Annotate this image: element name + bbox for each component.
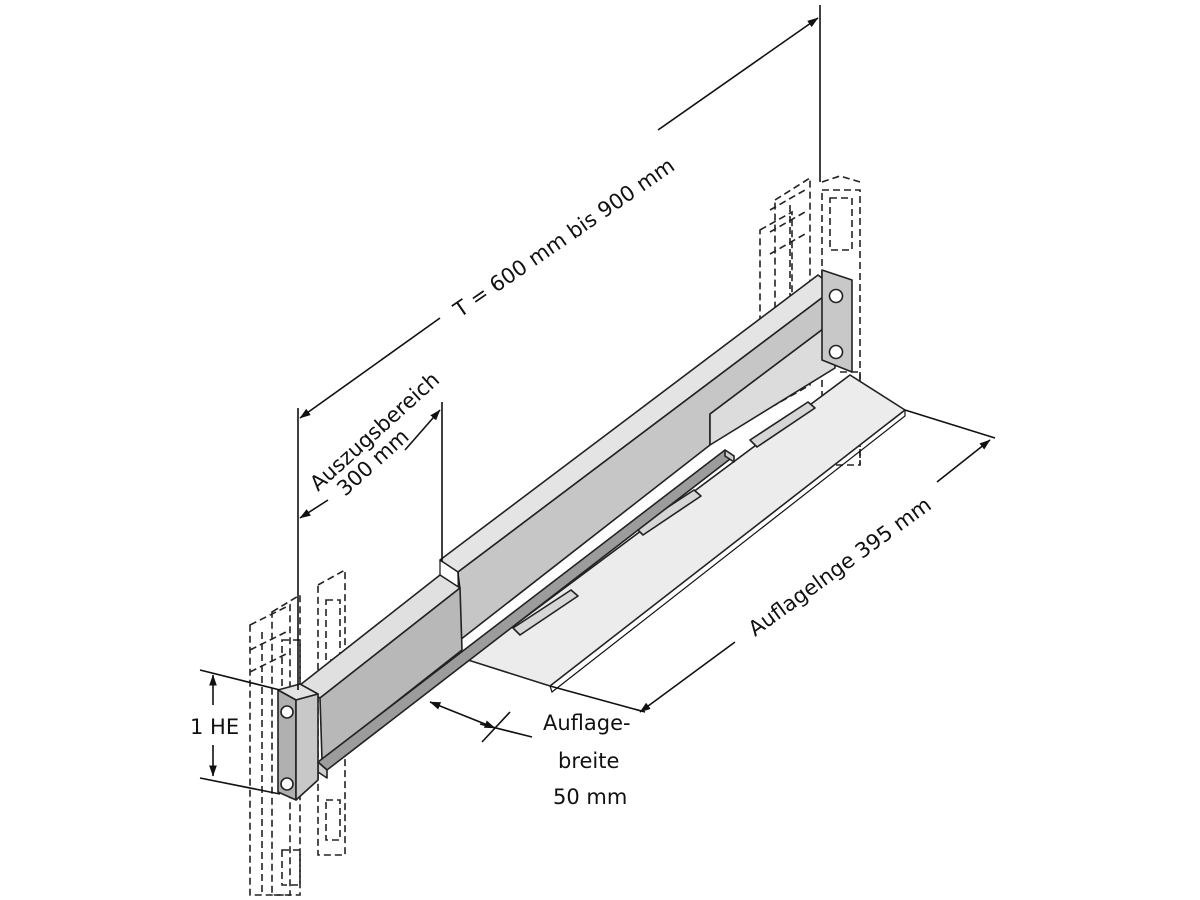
depth-label: T = 600 mm bis 900 mm: [448, 153, 679, 322]
rear-bracket: [821, 269, 853, 373]
depth-dimension: [297, 5, 821, 690]
support-width-label-line3: 50 mm: [553, 785, 627, 809]
height-unit-dimension: [199, 669, 281, 795]
height-unit-label: 1 HE: [190, 715, 239, 739]
support-width-dimension: [429, 701, 533, 743]
rail-front-face: [319, 587, 463, 761]
support-length-dimension: [549, 409, 996, 713]
rear-screw-hole: [828, 344, 844, 360]
extension-dimension: [299, 402, 443, 562]
support-width-label-line1: Auflage-: [543, 711, 631, 735]
support-length-label: Auflagelnge 395 mm: [744, 492, 936, 641]
front-bracket: [277, 683, 319, 801]
front-screw-hole: [280, 705, 294, 719]
support-width-label-line2: breite: [558, 749, 619, 773]
front-screw-hole: [280, 777, 294, 791]
rear-screw-hole: [828, 288, 844, 304]
slide-rail: [299, 274, 836, 779]
